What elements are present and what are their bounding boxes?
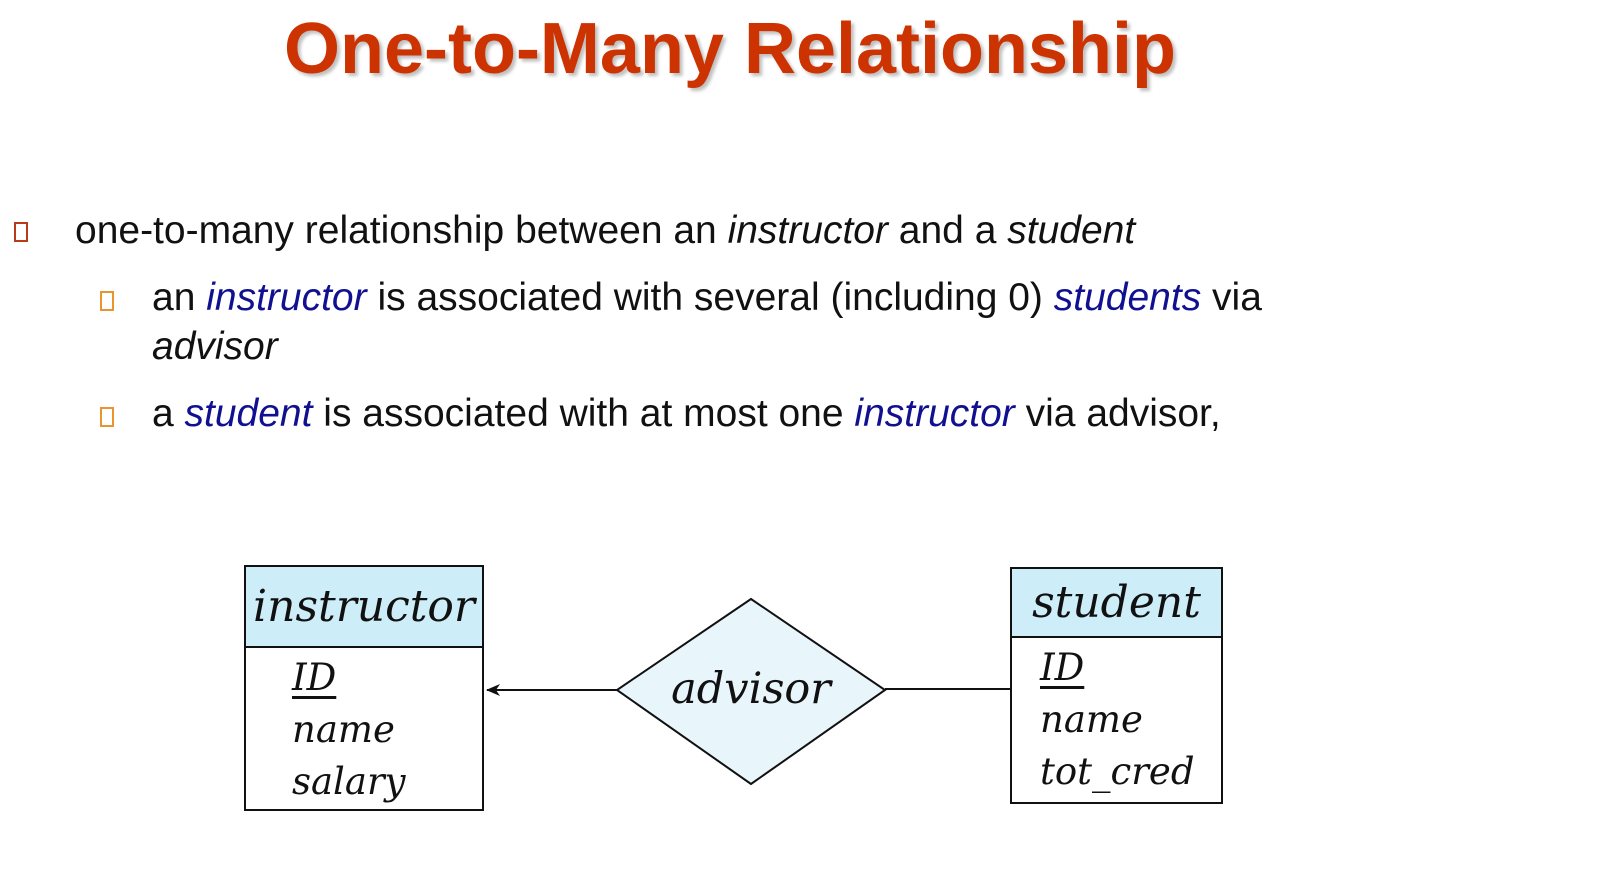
bullet-main-middle: and a — [887, 209, 1008, 252]
bullet-sub1-prefix: an — [152, 276, 207, 319]
instructor-attr-name: name — [292, 708, 395, 751]
slide-title: One-to-Many Relationship — [283, 9, 1177, 89]
entity-student: student ID name tot_cred — [1010, 567, 1223, 804]
bullet-sub1-middle: is associated with several (including 0) — [366, 276, 1054, 319]
entity-student-name: student — [1012, 569, 1221, 638]
relationship-diamond-advisor — [615, 597, 887, 786]
student-attr-name: name — [1040, 698, 1143, 741]
bullet-sub1: an instructor is associated with several… — [152, 273, 1262, 323]
student-attr-id: ID — [1040, 646, 1085, 689]
bullet-sub2-entity1: student — [184, 392, 313, 435]
bullet-main-prefix: one-to-many relationship between an — [75, 209, 728, 252]
relationship-label: advisor — [671, 664, 831, 714]
bullet-sub2-middle: is associated with at most one — [312, 392, 855, 435]
entity-instructor: instructor ID name salary — [244, 565, 484, 811]
entity-instructor-name: instructor — [246, 567, 482, 648]
sub-bullet-marker — [100, 291, 114, 311]
bullet-main-entity2: student — [1007, 209, 1136, 252]
bullet-sub1-suffix: via — [1201, 276, 1262, 319]
bullet-main: one-to-many relationship between an inst… — [75, 206, 1135, 256]
bullet-sub2: a student is associated with at most one… — [152, 389, 1221, 439]
instructor-attr-id: ID — [292, 656, 337, 699]
instructor-attr-salary: salary — [292, 760, 406, 803]
bullet-main-entity1: instructor — [727, 209, 888, 252]
student-attr-tot-cred: tot_cred — [1040, 750, 1195, 793]
bullet-sub1-line2: advisor — [152, 325, 278, 368]
bullet-sub2-suffix: via advisor, — [1014, 392, 1221, 435]
bullet-marker — [14, 222, 28, 242]
bullet-sub1-entity1: instructor — [206, 276, 367, 319]
bullet-sub2-entity2: instructor — [854, 392, 1015, 435]
bullet-sub1-entity2: students — [1053, 276, 1202, 319]
bullet-sub2-prefix: a — [152, 392, 185, 435]
sub-bullet-marker — [100, 407, 114, 427]
